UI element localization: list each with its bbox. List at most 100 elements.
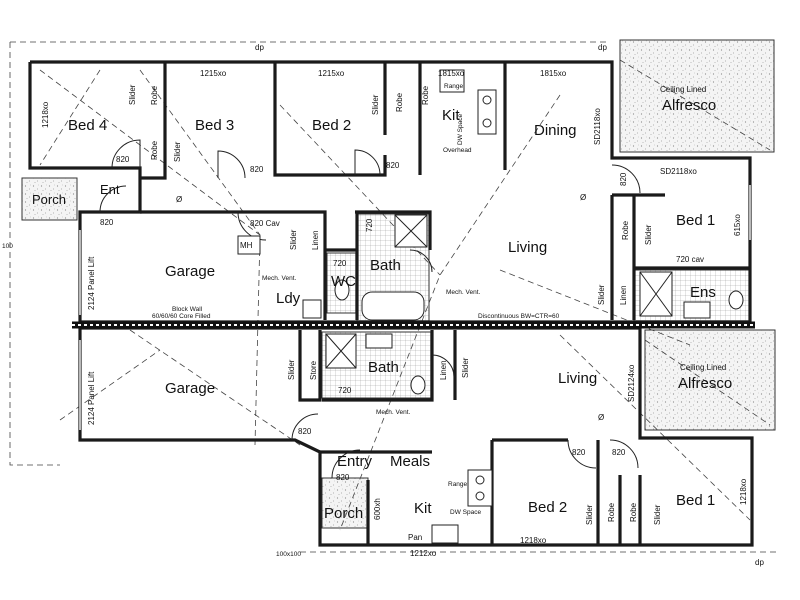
label-dp-top-1: dp [255, 43, 264, 52]
label-linen-top: Linen [311, 230, 320, 250]
room-kit-top: Kit [442, 107, 460, 124]
roof-line-11 [644, 339, 771, 426]
door-bath-top [409, 249, 433, 273]
vanity-bath-bottom [365, 333, 393, 349]
label-robe-bed1: Robe [621, 220, 630, 240]
dim-bed1-cav: 720 cav [676, 255, 704, 264]
label-phi-living: Ø [598, 413, 604, 422]
label-linen-bottom: Linen [439, 360, 448, 380]
roof-line-5 [339, 94, 561, 531]
label-mech-vent-bath-top: Mech. Vent. [446, 289, 481, 296]
dim-bed3-window: 1215xo [200, 69, 227, 78]
shower-top-cross [394, 214, 428, 248]
door-bed4 [111, 139, 141, 169]
dim-garage-door-bottom: 820 [298, 427, 312, 436]
label-dp-top-2: dp [598, 43, 607, 52]
room-alfresco-top-line1: Ceiling Lined [660, 85, 706, 94]
label-mh: MH [240, 241, 253, 250]
dim-kit-window: 1815xo [438, 69, 465, 78]
burner-top-1 [482, 95, 492, 105]
label-block-wall-2: 60/60/60 Core Filled [152, 313, 211, 320]
label-mech-vent-bath-bottom: Mech. Vent. [376, 409, 411, 416]
dim-dining-window: 1815xo [540, 69, 567, 78]
room-living-bottom: Living [558, 370, 597, 387]
label-pan: Pan [408, 533, 422, 542]
room-ent: Ent [100, 182, 120, 197]
door-bed2-bottom [567, 439, 597, 469]
cooktop-bottom [467, 469, 493, 507]
door-bed1-top [611, 164, 641, 194]
label-robe-bed2-bottom: Robe [607, 502, 616, 522]
alfresco-top-area [619, 39, 775, 153]
dim-bed3-door: 820 [250, 165, 264, 174]
label-slider-linen-top: Slider [289, 229, 298, 250]
label-dw-space-bottom: DW Space [450, 509, 481, 516]
burner-bottom-2 [475, 491, 485, 501]
roof-line-7 [129, 329, 301, 446]
dim-100: 100 [2, 243, 13, 250]
vanity-ens [683, 301, 711, 319]
room-bed1-bottom: Bed 1 [676, 492, 715, 509]
label-slider-bed2-bottom: Slider [585, 504, 594, 525]
label-robe-bed1-bottom: Robe [629, 502, 638, 522]
toilet-wc [334, 279, 350, 301]
label-dw-space-top: DW Space [457, 114, 464, 145]
room-bed2-bottom: Bed 2 [528, 499, 567, 516]
room-entry: Entry [337, 453, 373, 470]
door-bath-bottom [431, 354, 455, 378]
label-slider-bed3: Slider [173, 141, 182, 162]
label-slider-bed4: Slider [128, 84, 137, 105]
door-bed2 [354, 149, 381, 176]
dim-ent-door: 820 [100, 218, 114, 227]
room-kit-bottom: Kit [414, 500, 432, 517]
room-dining: Dining [534, 122, 577, 139]
toilet-bath-bottom [410, 375, 426, 395]
room-wc: WC [331, 273, 356, 290]
roof-line-6 [499, 269, 691, 346]
label-mech-vent-ldy: Mech. Vent. [262, 275, 297, 282]
roof-line-2 [139, 69, 261, 236]
label-robe-bed4: Robe [150, 85, 159, 105]
door-bed3 [217, 150, 246, 179]
room-bath-bottom: Bath [368, 359, 399, 376]
room-bed4: Bed 4 [68, 117, 107, 134]
label-panel-lift-bottom: 2124 Panel Lift [87, 371, 96, 425]
dim-100x100: 100x100 [276, 551, 301, 558]
door-ent [99, 185, 127, 213]
room-alfresco-bottom-line2: Alfresco [678, 375, 732, 392]
label-slider-living: Slider [597, 284, 606, 305]
site-dash-left [9, 42, 60, 466]
shower-bottom-cross [325, 333, 357, 369]
room-meals: Meals [390, 453, 430, 470]
door-bed1-bottom [609, 439, 639, 469]
label-slider-bed1: Slider [644, 224, 653, 245]
room-living-top: Living [508, 239, 547, 256]
room-bed1-top: Bed 1 [676, 212, 715, 229]
label-block-wall-1: Block Wall [172, 306, 203, 313]
label-robe-bed3: Robe [150, 140, 159, 160]
dim-bed4-door: 820 [116, 155, 130, 164]
roof-line-9 [559, 334, 751, 521]
label-slider-store: Slider [287, 359, 296, 380]
label-dp-bottom: dp [755, 558, 764, 567]
label-panel-lift-top: 2124 Panel Lift [87, 256, 96, 310]
sink-bottom [431, 524, 459, 544]
room-alfresco-bottom-line1: Ceiling Lined [680, 363, 726, 372]
dim-entry-door: 820 [336, 473, 350, 482]
room-ldy: Ldy [276, 290, 301, 307]
burner-top-2 [482, 118, 492, 128]
label-slider-linen-bottom: Slider [461, 357, 470, 378]
roof-line-10 [619, 59, 771, 151]
room-garage-top: Garage [165, 263, 215, 280]
bathtub-top [361, 291, 425, 321]
door-garage-top [237, 211, 267, 241]
ldy-tub [302, 299, 322, 319]
roof-line-8 [59, 349, 161, 421]
dim-bath-bottom: 720 [338, 386, 352, 395]
dim-bed2-window-bottom: 1218xo [520, 536, 547, 545]
label-phi-bed3: Ø [176, 195, 182, 204]
dim-bed1-window-bottom: 1218xo [739, 478, 748, 505]
dim-dining-sd: SD2118xo [593, 108, 602, 145]
label-robe-bed2-b: Robe [421, 85, 430, 105]
